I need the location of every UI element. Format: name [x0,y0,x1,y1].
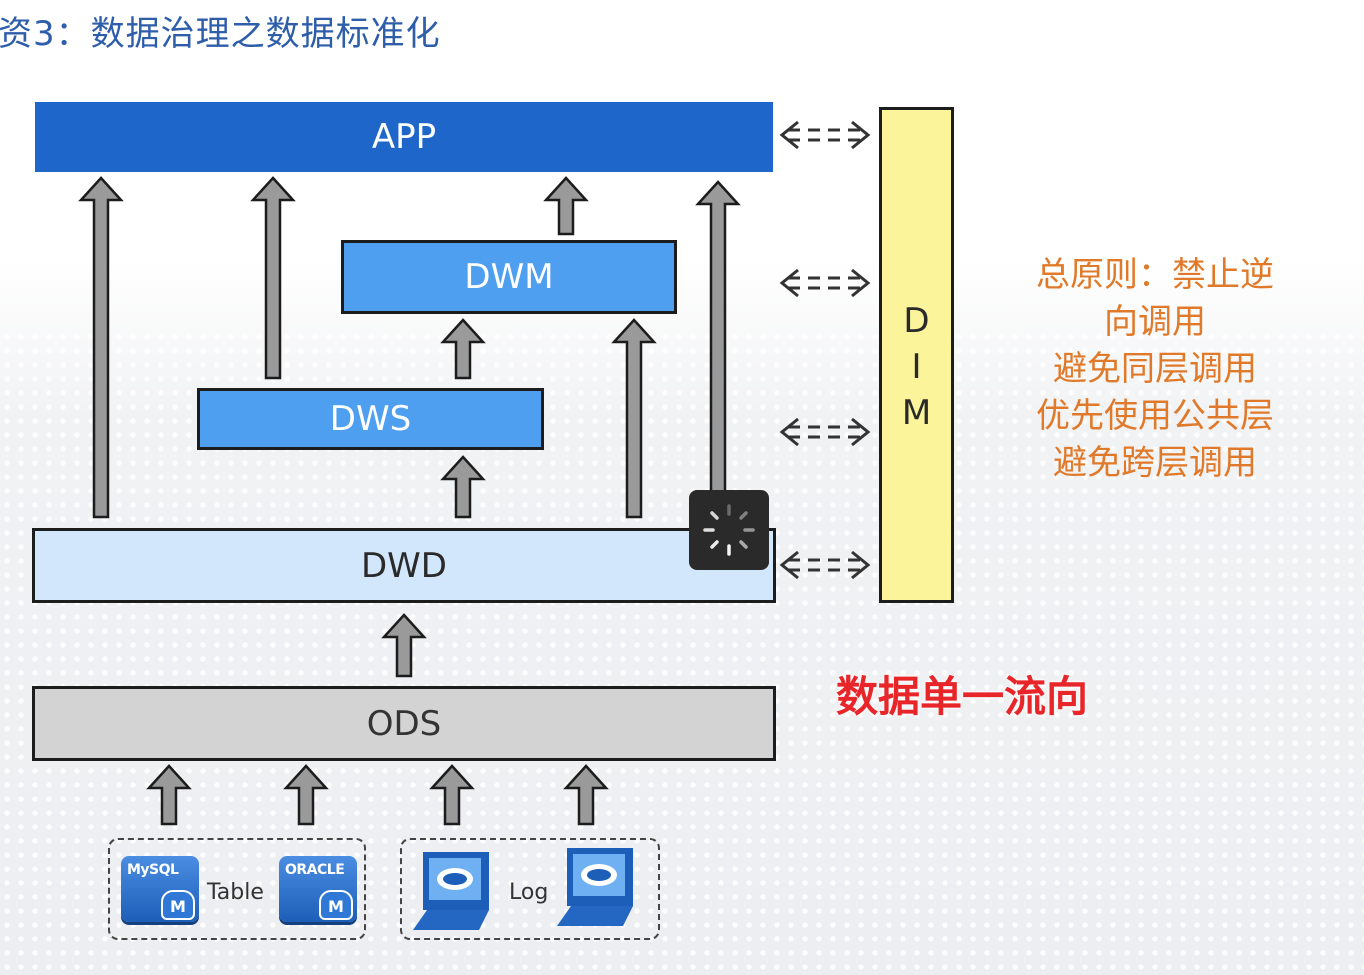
flow-label: 数据单一流向 [836,672,1089,721]
log-server-icon [557,848,633,926]
db-cylinder-icon: M [161,890,195,920]
page-title: 资3：数据治理之数据标准化 [0,14,441,54]
dim-layer: D I M [879,107,954,603]
app-label: APP [371,117,437,157]
up-arrow-icon [440,318,486,380]
loading-spinner-icon [689,490,769,570]
bidirectional-dashed-arrow-icon [779,550,871,580]
up-arrow-icon [78,176,124,519]
mysql-label: MySQL [127,862,179,878]
up-arrow-icon [250,176,296,380]
ods-label: ODS [366,703,442,744]
dwd-label: DWD [361,545,447,586]
up-arrow-icon [543,176,589,236]
bidirectional-dashed-arrow-icon [779,120,871,150]
db-cylinder-icon: M [319,890,353,920]
dim-letter-d: D [903,301,930,341]
bidirectional-dashed-arrow-icon [779,268,871,298]
dwd-layer: DWD [32,528,776,603]
up-arrow-icon [440,455,486,519]
up-arrow-icon [563,764,609,826]
principle-line: 避免同层调用 [1053,349,1257,389]
oracle-label: ORACLE [285,862,345,878]
principle-line: 向调用 [1104,302,1206,342]
ods-layer: ODS [32,686,776,761]
up-arrow-icon [611,318,657,519]
mysql-database-icon: MySQL M [121,856,199,922]
table-sources-box [108,838,366,940]
dwm-layer: DWM [341,240,677,314]
dws-label: DWS [329,399,412,439]
dwm-label: DWM [464,257,554,297]
principle-line: 优先使用公共层 [1036,396,1274,436]
dws-layer: DWS [197,388,544,450]
up-arrow-icon [381,613,427,678]
table-label: Table [207,880,264,905]
log-label: Log [509,880,549,905]
up-arrow-icon [429,764,475,826]
up-arrow-icon [283,764,329,826]
app-layer: APP [35,102,773,172]
principle-line: 避免跨层调用 [1053,443,1257,483]
dim-letter-m: M [901,393,932,433]
dim-letter-i: I [911,347,922,387]
principles-text: 总原则：禁止逆 向调用 避免同层调用 优先使用公共层 避免跨层调用 [1005,252,1305,487]
up-arrow-icon [695,180,741,527]
log-sources-box [400,838,660,940]
principle-line: 总原则：禁止逆 [1036,255,1274,295]
log-server-icon [413,852,489,930]
oracle-database-icon: ORACLE M [279,856,357,922]
up-arrow-icon [146,764,192,826]
bidirectional-dashed-arrow-icon [779,417,871,447]
